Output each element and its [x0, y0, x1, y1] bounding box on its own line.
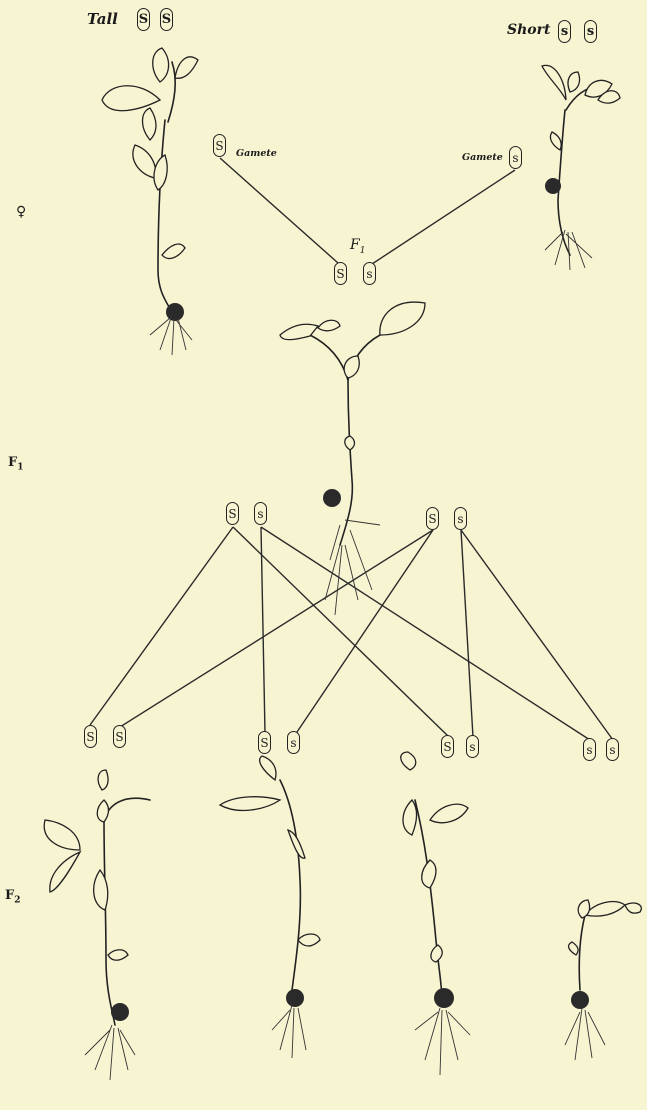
tall-parent-label: Tall	[87, 10, 118, 28]
female-symbol: ♀	[16, 204, 26, 220]
f2-plant-3	[401, 752, 470, 1075]
tall-allele-2: S	[160, 8, 173, 31]
f2-4-allele-2: s	[606, 738, 619, 761]
tall-allele-1: S	[137, 8, 150, 31]
f1-allele-1: S	[334, 262, 347, 285]
f1-gamete-3: S	[426, 507, 439, 530]
f1-cross-label: F1	[350, 237, 365, 256]
f2-plant-2	[220, 756, 320, 1058]
f2-generation-label: F2	[5, 888, 21, 906]
f2-plant-4	[565, 900, 641, 1060]
f2-1-allele-2: S	[113, 725, 126, 748]
f1-gamete-1: S	[226, 502, 239, 525]
f2-3-allele-2: s	[466, 735, 479, 758]
short-gamete-allele: s	[509, 146, 522, 169]
cross-line-short-gamete	[372, 170, 515, 264]
f2-4-allele-1: s	[583, 738, 596, 761]
short-allele-2: s	[584, 20, 597, 43]
short-parent-plant	[542, 65, 620, 270]
f1-generation-label: F1	[8, 455, 24, 473]
tall-parent-plant	[102, 48, 198, 355]
f2-cross-lines	[90, 527, 613, 740]
f2-2-allele-2: s	[287, 731, 300, 754]
tall-gamete-allele: S	[213, 134, 226, 157]
f2-2-allele-1: S	[258, 731, 271, 754]
f1-plant	[280, 302, 425, 615]
short-gamete-label: Gamete	[462, 152, 503, 163]
cross-line-tall-gamete	[220, 158, 338, 263]
f1-gamete-2: s	[254, 502, 267, 525]
f2-1-allele-1: S	[84, 725, 97, 748]
f1-allele-2: s	[363, 262, 376, 285]
f2-3-allele-1: S	[441, 735, 454, 758]
short-parent-label: Short	[507, 22, 550, 38]
short-allele-1: s	[558, 20, 571, 43]
tall-gamete-label: Gamete	[236, 148, 277, 159]
f2-plant-1	[44, 770, 150, 1080]
f1-gamete-4: s	[454, 507, 467, 530]
